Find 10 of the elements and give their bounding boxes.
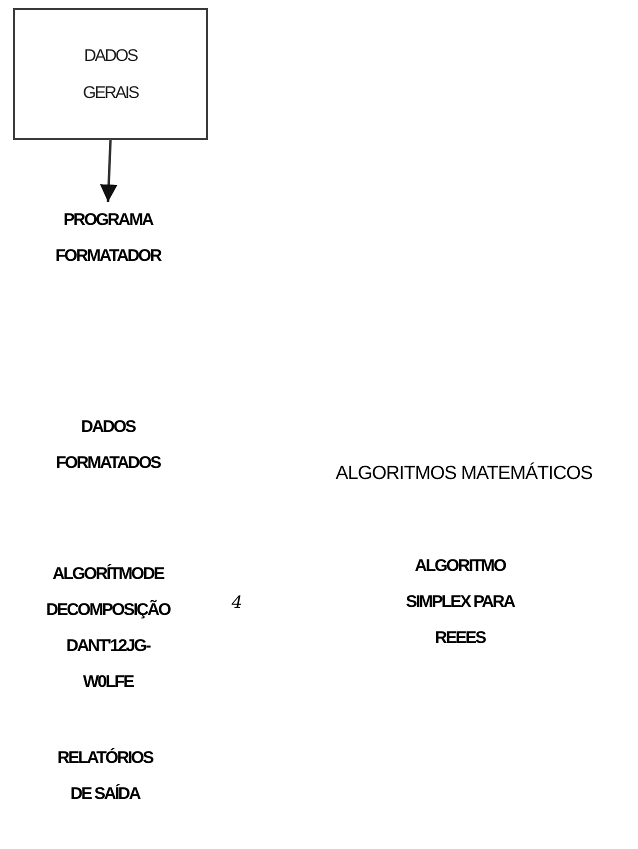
- process-box: [13, 8, 208, 140]
- process-label: PROGRAMA FORMATADOR: [55, 202, 161, 274]
- algorithm-label: ALGORITMO SIMPLEX PARA REEES: [404, 555, 516, 649]
- output-label: RELATÓRIOS DE SAÍDA: [57, 747, 153, 805]
- arrow: [100, 140, 118, 202]
- data-label: DADOS FORMATADOS: [56, 416, 160, 474]
- section-title: ALGORITMOS MATEMÁTICOS: [336, 462, 592, 486]
- algorithm-label: ALGORÍTMODE DECOMPOSIÇÃO DANT'12JG-W0LFE: [46, 563, 170, 693]
- step-number: 4: [232, 592, 242, 615]
- box-label: DADOS GERAIS: [82, 45, 138, 104]
